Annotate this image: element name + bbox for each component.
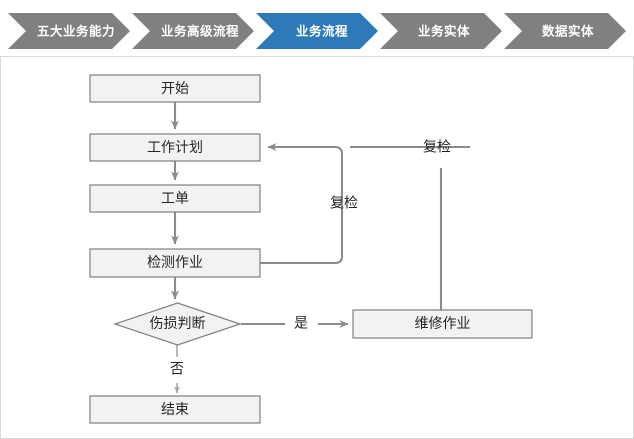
edge-inspect-recheck-to-plan (260, 143, 344, 265)
node-work-order[interactable]: 工单 (89, 184, 261, 213)
breadcrumb-chevron-3 (380, 13, 502, 49)
diagram-frame (0, 56, 634, 439)
node-work-plan-shape (89, 133, 261, 162)
node-start[interactable]: 开始 (89, 74, 261, 103)
node-inspection-shape (89, 248, 261, 278)
node-inspection[interactable]: 检测作业 (89, 248, 261, 278)
breadcrumb-chevron-0 (8, 13, 130, 49)
node-damage-decision[interactable]: 伤损判断 (113, 302, 242, 346)
edge-label-no: 否 (170, 361, 184, 377)
breadcrumb-chevron-1 (132, 13, 254, 49)
edge-label-recheck-inner: 复检 (330, 195, 358, 211)
breadcrumb-chevron-2 (256, 13, 378, 49)
node-repair[interactable]: 维修作业 (352, 309, 533, 339)
node-damage-decision-shape (113, 302, 242, 346)
node-start-shape (89, 74, 261, 103)
node-repair-shape (352, 309, 533, 339)
node-work-plan[interactable]: 工作计划 (89, 133, 261, 162)
node-end-shape (89, 395, 261, 424)
breadcrumb-chevron-4 (504, 13, 626, 49)
node-end[interactable]: 结束 (89, 395, 261, 424)
node-work-order-shape (89, 184, 261, 213)
connectors (171, 102, 470, 394)
edge-label-yes: 是 (294, 315, 308, 331)
